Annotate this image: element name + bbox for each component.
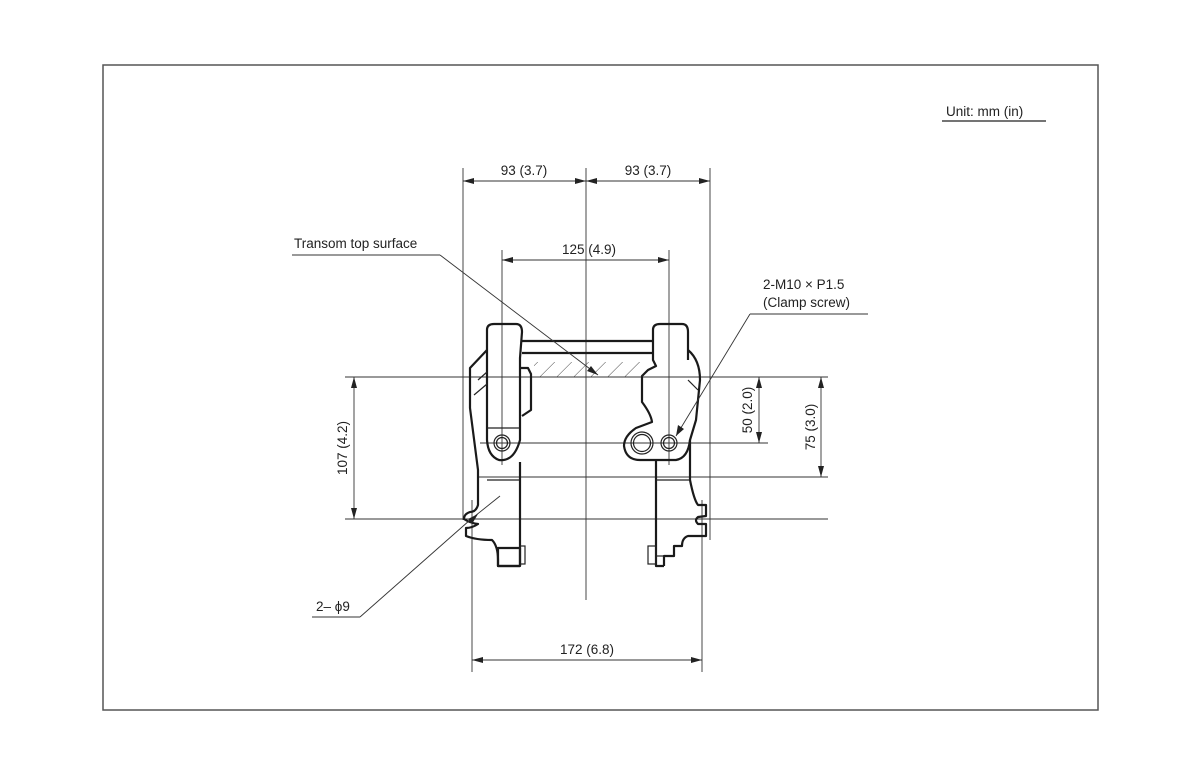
svg-text:(Clamp screw): (Clamp screw)	[763, 295, 850, 310]
dim-top-right: 93 (3.7)	[586, 163, 710, 184]
dim-clamp-span: 125 (4.9)	[502, 242, 669, 263]
drawing-border	[102, 64, 1099, 711]
cross-beam	[522, 339, 653, 377]
svg-text:75 (3.0): 75 (3.0)	[803, 404, 818, 451]
svg-text:2-M10 × P1.5: 2-M10 × P1.5	[763, 277, 844, 292]
dim-top-left: 93 (3.7)	[463, 163, 586, 184]
svg-text:Transom top surface: Transom top surface	[294, 236, 417, 251]
dim-right-outer-vertical: 75 (3.0)	[803, 377, 824, 477]
svg-text:107 (4.2): 107 (4.2)	[335, 421, 350, 475]
dim-right-inner-vertical: 50 (2.0)	[740, 377, 762, 443]
svg-text:93 (3.7): 93 (3.7)	[501, 163, 548, 178]
dim-bottom-span: 172 (6.8)	[472, 642, 702, 663]
left-bracket	[462, 322, 533, 568]
dim-left-vertical: 107 (4.2)	[335, 377, 357, 519]
callout-transom: Transom top surface	[292, 236, 599, 376]
svg-text:2– ϕ9: 2– ϕ9	[316, 599, 350, 614]
svg-text:93 (3.7): 93 (3.7)	[625, 163, 672, 178]
right-bracket	[622, 322, 708, 568]
callout-clamp-screw: 2-M10 × P1.5 (Clamp screw)	[675, 277, 868, 437]
svg-text:50 (2.0): 50 (2.0)	[740, 387, 755, 434]
svg-text:125 (4.9): 125 (4.9)	[562, 242, 616, 257]
svg-text:172 (6.8): 172 (6.8)	[560, 642, 614, 657]
unit-label: Unit: mm (in)	[942, 104, 1046, 122]
callout-holes: 2– ϕ9	[312, 495, 501, 618]
svg-text:Unit: mm (in): Unit: mm (in)	[946, 104, 1023, 119]
